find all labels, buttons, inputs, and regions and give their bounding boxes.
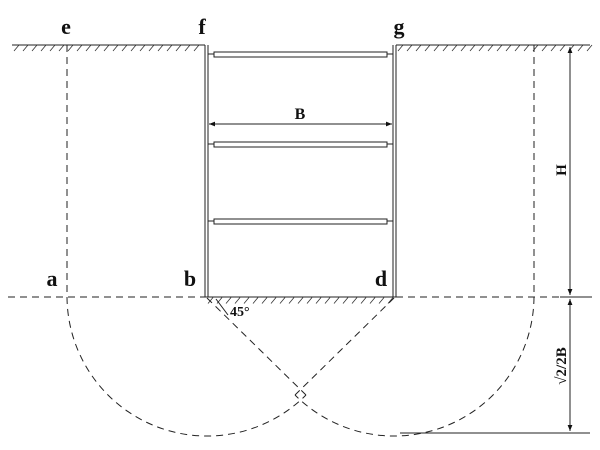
- point-b: b: [184, 266, 196, 291]
- left-45-line: [206, 297, 307, 396]
- point-d: d: [375, 266, 387, 291]
- right-45-line: [294, 297, 395, 396]
- right-slip-arc: [294, 296, 535, 437]
- height-label: H: [554, 164, 570, 176]
- width-label: B: [295, 106, 306, 123]
- point-g: g: [394, 14, 405, 39]
- left-slip-arc: [66, 296, 307, 437]
- point-a: a: [47, 266, 58, 291]
- ground-surface: [12, 44, 593, 52]
- left-wall: [204, 45, 209, 297]
- struts: [208, 51, 393, 225]
- excavation-base: [205, 296, 396, 304]
- point-e: e: [61, 14, 71, 39]
- angle-label: 45°: [230, 305, 250, 320]
- depth-label: √2/2B: [554, 347, 570, 384]
- right-wall: [392, 45, 397, 297]
- point-f: f: [198, 14, 206, 39]
